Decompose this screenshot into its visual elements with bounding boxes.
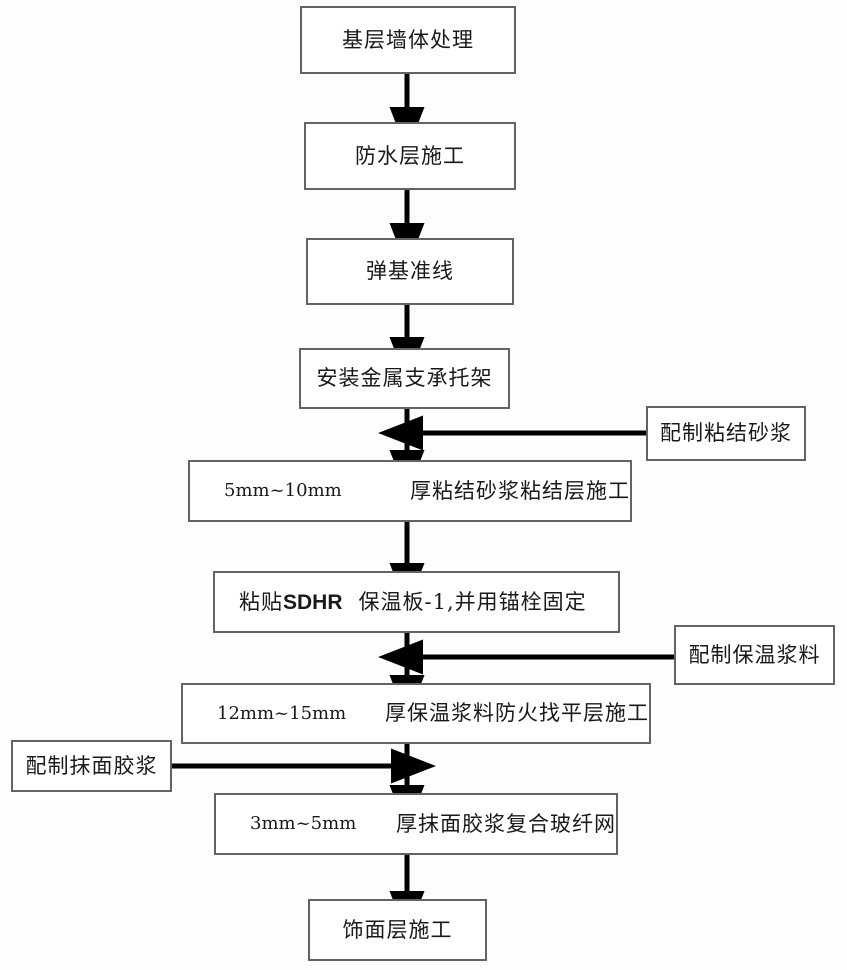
node-finish-layer[interactable]: 饰面层施工: [308, 899, 487, 961]
node-insulation-fireproof-leveling[interactable]: 12mm~15mm 厚保温浆料防火找平层施工: [181, 683, 651, 744]
node-label: 安装金属支承托架: [316, 366, 493, 390]
node-label: 饰面层施工: [342, 917, 453, 942]
node-snap-baseline[interactable]: 弹基准线: [306, 238, 514, 305]
node-measure: 5mm~10mm: [224, 480, 342, 501]
node-prepare-skim-coat[interactable]: 配制抹面胶浆: [11, 740, 172, 792]
node-bonding-mortar-layer[interactable]: 5mm~10mm 厚粘结砂浆粘结层施工: [188, 460, 632, 522]
node-base-wall-treatment[interactable]: 基层墙体处理: [300, 6, 516, 74]
node-install-metal-bracket[interactable]: 安装金属支承托架: [299, 348, 510, 409]
node-label: 配制抹面胶浆: [25, 753, 158, 778]
node-label: 厚保温浆料防火找平层施工: [385, 701, 649, 725]
node-measure: 12mm~15mm: [217, 702, 347, 724]
node-label: 厚抹面胶浆复合玻纤网: [396, 811, 616, 836]
node-label: 配制粘结砂浆: [660, 421, 792, 445]
node-label: 基层墙体处理: [342, 27, 474, 52]
node-label: 保温板-1,并用锚栓固定: [358, 589, 587, 614]
node-label: 厚粘结砂浆粘结层施工: [410, 478, 630, 503]
node-prepare-bonding-mortar[interactable]: 配制粘结砂浆: [646, 406, 806, 461]
node-brand-label: SDHR: [283, 590, 343, 614]
node-label: 弹基准线: [366, 259, 454, 283]
node-paste-sdhr-board[interactable]: 粘贴 SDHR 保温板-1,并用锚栓固定: [213, 571, 620, 633]
node-measure: 3mm~5mm: [250, 813, 357, 834]
node-skim-coat-mesh[interactable]: 3mm~5mm 厚抹面胶浆复合玻纤网: [214, 793, 618, 855]
node-prepare-insulation-slurry[interactable]: 配制保温浆料: [674, 625, 835, 685]
node-label: 防水层施工: [355, 143, 465, 168]
node-label: 配制保温浆料: [688, 642, 821, 667]
node-prefix-label: 粘贴: [239, 589, 283, 614]
node-waterproof-layer[interactable]: 防水层施工: [304, 122, 516, 190]
